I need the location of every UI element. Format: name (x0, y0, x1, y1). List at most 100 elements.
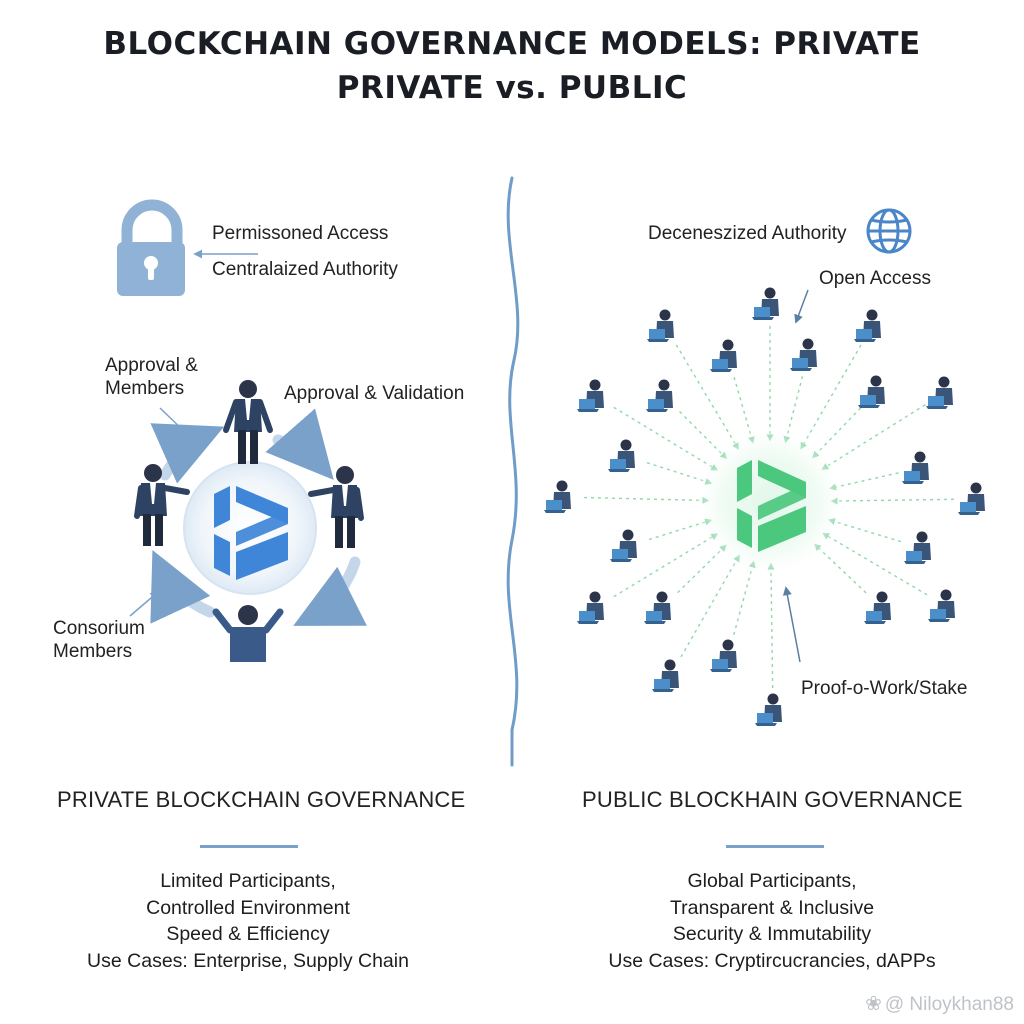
consensus-label: Proof-o-Work/Stake (801, 678, 968, 699)
person-icon (223, 380, 273, 464)
participant-node (752, 287, 779, 320)
private-blockchain-logo-icon (214, 486, 288, 580)
centralized-authority-label: Centralaized Authority (212, 259, 398, 280)
participant-node (710, 339, 737, 372)
laptop-icon (864, 611, 886, 624)
participant-node (647, 309, 674, 342)
person-icon (134, 464, 190, 546)
page-title-line-2: PRIVATE vs. PUBLIC (336, 70, 688, 106)
laptop-icon (752, 307, 774, 320)
laptop-icon (652, 679, 674, 692)
laptop-icon (858, 395, 880, 408)
page-title-line-1: BLOCKCHAIN GOVERNANCE MODELS: PRIVATE (103, 26, 921, 62)
private-feature-list: Limited Participants, Controlled Environ… (48, 868, 448, 974)
public-blockchain-logo-icon (737, 460, 806, 552)
public-heading-rule (726, 845, 824, 848)
participant-node (958, 482, 985, 515)
open-access-label: Open Access (819, 268, 931, 289)
globe-icon (866, 208, 912, 254)
participant-node (652, 659, 679, 692)
private-heading-rule (200, 845, 298, 848)
laptop-icon (646, 399, 668, 412)
laptop-icon (790, 358, 812, 371)
laptop-icon (577, 611, 599, 624)
private-section-heading: PRIVATE BLOCKCHAIN GOVERNANCE (57, 787, 466, 812)
laptop-icon (902, 471, 924, 484)
participant-node (854, 309, 881, 342)
approval-members-label-line-1: Approval & (105, 355, 198, 376)
participant-node (610, 529, 637, 562)
participant-node (644, 591, 671, 624)
watermark-text: @ Niloykhan88 (884, 994, 1014, 1015)
approval-members-label-line-2: Members (105, 378, 185, 399)
network-spoke (583, 496, 710, 504)
network-spoke (800, 344, 862, 450)
center-divider (506, 176, 520, 767)
private-feature-item: Limited Participants, (160, 870, 336, 892)
laptop-icon (577, 399, 599, 412)
participant-node (858, 375, 885, 408)
network-spoke (828, 518, 902, 543)
private-feature-item: Controlled Environment (146, 896, 350, 919)
network-spoke (767, 562, 775, 689)
approval-members-pointer (159, 407, 190, 437)
participant-node (755, 693, 782, 726)
laptop-icon (610, 549, 632, 562)
participant-node (904, 531, 931, 564)
participant-node (790, 338, 817, 371)
private-feature-item: Use Cases: Enterprise, Supply Chain (87, 949, 409, 972)
network-participants (544, 287, 985, 726)
lock-icon (117, 199, 185, 296)
permissioned-access-label: Permissoned Access (212, 223, 389, 244)
laptop-icon (644, 611, 666, 624)
network-spoke (822, 532, 928, 596)
laptop-icon (958, 502, 980, 515)
consortium-members-pointer (129, 590, 160, 617)
laptop-icon (710, 359, 732, 372)
consortium-members-label-line-2: Members (53, 641, 133, 662)
public-feature-item: Use Cases: Cryptircucrancies, dAPPs (608, 949, 936, 972)
network-spoke (821, 404, 926, 470)
approval-validation-label: Approval & Validation (284, 383, 465, 404)
participant-node (577, 379, 604, 412)
open-access-pointer (794, 289, 809, 324)
consortium-members-label-line-1: Consorium (53, 618, 145, 639)
laptop-icon (647, 329, 669, 342)
public-feature-item: Security & Immutability (672, 923, 872, 945)
participant-node (646, 379, 673, 412)
person-icon (308, 466, 364, 548)
participant-node (544, 480, 571, 513)
public-feature-list: Global Participants, Transparent & Inclu… (572, 868, 972, 974)
laptop-icon (854, 329, 876, 342)
laptop-icon (904, 551, 926, 564)
network-spoke (680, 554, 740, 658)
decentralized-authority-label: Deceneszized Authority (648, 223, 847, 244)
participant-node (710, 639, 737, 672)
laptop-icon (710, 659, 732, 672)
participant-node (608, 439, 635, 472)
participant-node (864, 591, 891, 624)
public-section-heading: PUBLIC BLOCKHAIN GOVERNANCE (582, 787, 963, 812)
network-spoke (830, 497, 955, 505)
participant-node (902, 451, 929, 484)
public-feature-item: Global Participants, (687, 870, 857, 892)
laptop-icon (755, 713, 777, 726)
watermark: ❀@ Niloykhan88 (865, 991, 1014, 1016)
watermark-logo-icon: ❀ (865, 993, 882, 1015)
approval-cycle-arrows (150, 408, 368, 626)
participant-node (577, 591, 604, 624)
person-icon (212, 605, 284, 662)
laptop-icon (928, 609, 950, 622)
private-feature-item: Speed & Efficiency (166, 923, 330, 945)
participant-node (928, 589, 955, 622)
laptop-icon (608, 459, 630, 472)
laptop-icon (926, 396, 948, 409)
network-spoke (613, 533, 719, 598)
laptop-icon (544, 500, 566, 513)
network-spoke (675, 344, 739, 450)
network-spoke (613, 406, 719, 471)
consensus-pointer (782, 586, 801, 663)
participant-node (926, 376, 953, 409)
public-feature-item: Transparent & Inclusive (669, 896, 875, 919)
